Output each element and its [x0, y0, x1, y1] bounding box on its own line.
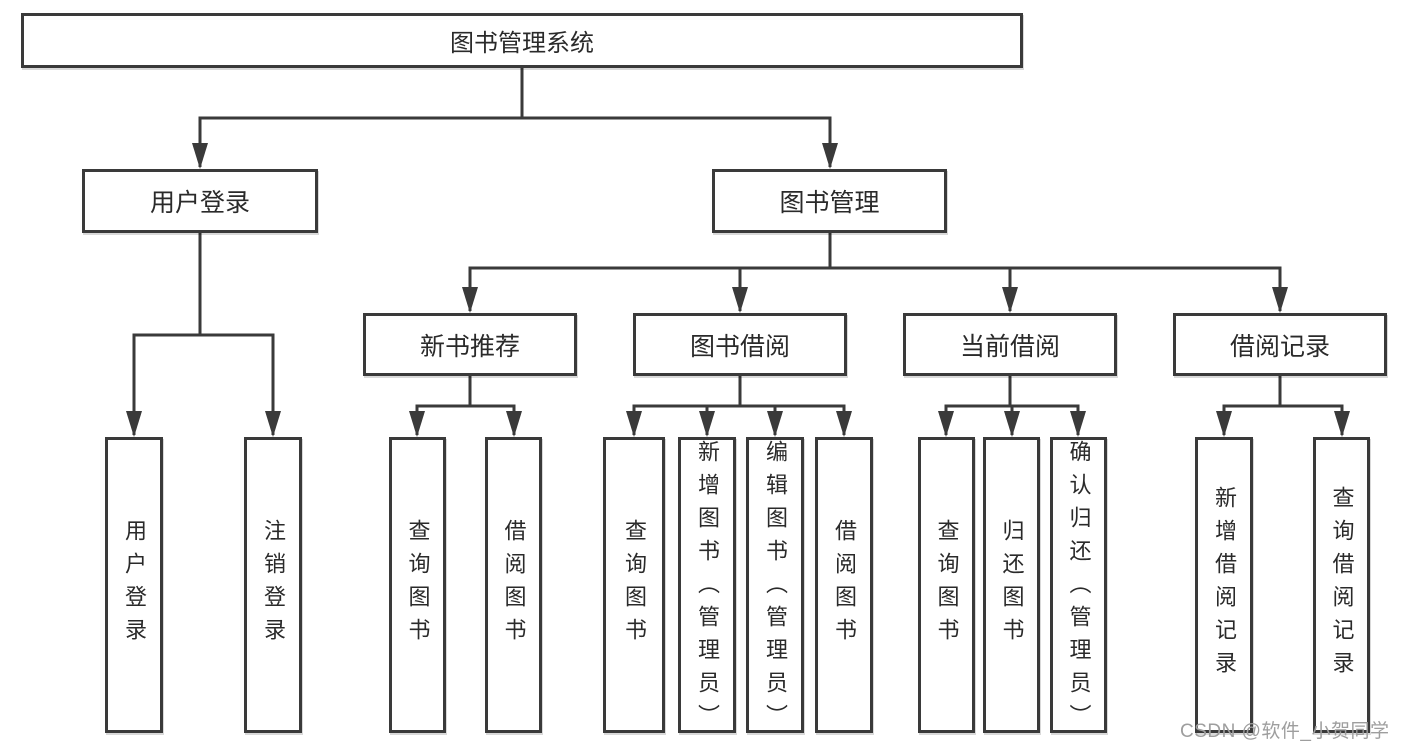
csdn-watermark: CSDN @软件_小贺同学	[1180, 721, 1390, 742]
node-leaf-add-books-admin: 新增图书（管理员）	[678, 437, 736, 737]
node-leaf-query-borrow-record: 查询借阅记录	[1313, 437, 1370, 733]
node-leaf-user-login: 用户登录	[105, 437, 163, 733]
node-leaf-edit-books-admin: 编辑图书（管理员）	[746, 437, 804, 737]
node-new-book-recommendation: 新书推荐	[363, 313, 577, 376]
node-leaf-query-books-current: 查询图书	[918, 437, 975, 733]
node-leaf-add-borrow-record: 新增借阅记录	[1195, 437, 1253, 733]
node-leaf-confirm-return-admin: 确认归还（管理员）	[1050, 437, 1107, 737]
node-current-borrowing: 当前借阅	[903, 313, 1117, 376]
node-user-login: 用户登录	[82, 169, 318, 233]
node-leaf-query-books-borrowing: 查询图书	[603, 437, 665, 733]
node-book-borrowing: 图书借阅	[633, 313, 847, 376]
node-leaf-return-books: 归还图书	[983, 437, 1040, 733]
arrowheads	[126, 143, 1350, 437]
node-leaf-borrow-books-borrowing: 借阅图书	[815, 437, 873, 733]
node-leaf-query-books-recommend: 查询图书	[389, 437, 446, 733]
node-book-management: 图书管理	[712, 169, 947, 233]
node-borrowing-records: 借阅记录	[1173, 313, 1387, 376]
node-leaf-borrow-books-recommend: 借阅图书	[485, 437, 542, 733]
node-leaf-logout: 注销登录	[244, 437, 302, 733]
node-library-management-system: 图书管理系统	[21, 13, 1023, 68]
